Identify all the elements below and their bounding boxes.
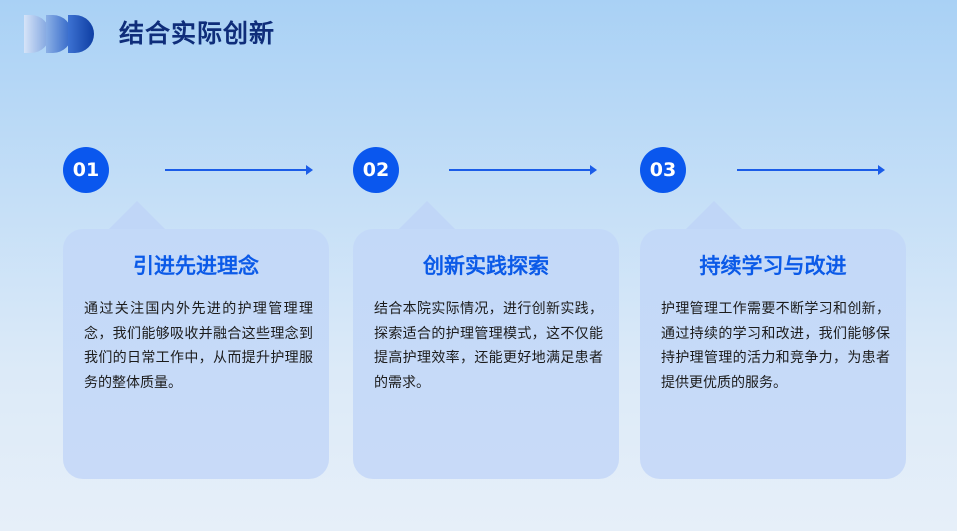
card-title: 创新实践探索 xyxy=(423,254,549,278)
card-pointer xyxy=(685,201,743,230)
step-number-badge: 01 xyxy=(63,147,109,193)
arrow-right-icon xyxy=(165,165,313,175)
card-body: 结合本院实际情况，进行创新实践，探索适合的护理管理模式，这不仅能提高护理效率，还… xyxy=(374,301,603,391)
card-title: 引进先进理念 xyxy=(133,254,259,278)
card-body: 护理管理工作需要不断学习和创新，通过持续的学习和改进，我们能够保持护理管理的活力… xyxy=(661,301,890,391)
page-title: 结合实际创新 xyxy=(119,19,276,48)
card-title: 持续学习与改进 xyxy=(699,254,847,278)
step-1: 01 引进先进理念 通过关注国内外先进的护理管理理念，我们能够吸收并融合这些理念… xyxy=(63,147,353,487)
deco-pill-3 xyxy=(68,15,94,53)
step-2: 02 创新实践探索 结合本院实际情况，进行创新实践，探索适合的护理管理模式，这不… xyxy=(353,147,643,487)
step-card: 引进先进理念 通过关注国内外先进的护理管理理念，我们能够吸收并融合这些理念到我们… xyxy=(63,229,329,479)
arrow-right-icon xyxy=(449,165,597,175)
step-card: 创新实践探索 结合本院实际情况，进行创新实践，探索适合的护理管理模式，这不仅能提… xyxy=(353,229,619,479)
step-card: 持续学习与改进 护理管理工作需要不断学习和创新，通过持续的学习和改进，我们能够保… xyxy=(640,229,906,479)
step-number-badge: 02 xyxy=(353,147,399,193)
card-pointer xyxy=(108,201,166,230)
arrow-right-icon xyxy=(737,165,885,175)
step-number-badge: 03 xyxy=(640,147,686,193)
card-pointer xyxy=(398,201,456,230)
header-decoration-icon xyxy=(24,15,96,53)
card-body: 通过关注国内外先进的护理管理理念，我们能够吸收并融合这些理念到我们的日常工作中，… xyxy=(84,301,313,391)
step-3: 03 持续学习与改进 护理管理工作需要不断学习和创新，通过持续的学习和改进，我们… xyxy=(640,147,930,487)
